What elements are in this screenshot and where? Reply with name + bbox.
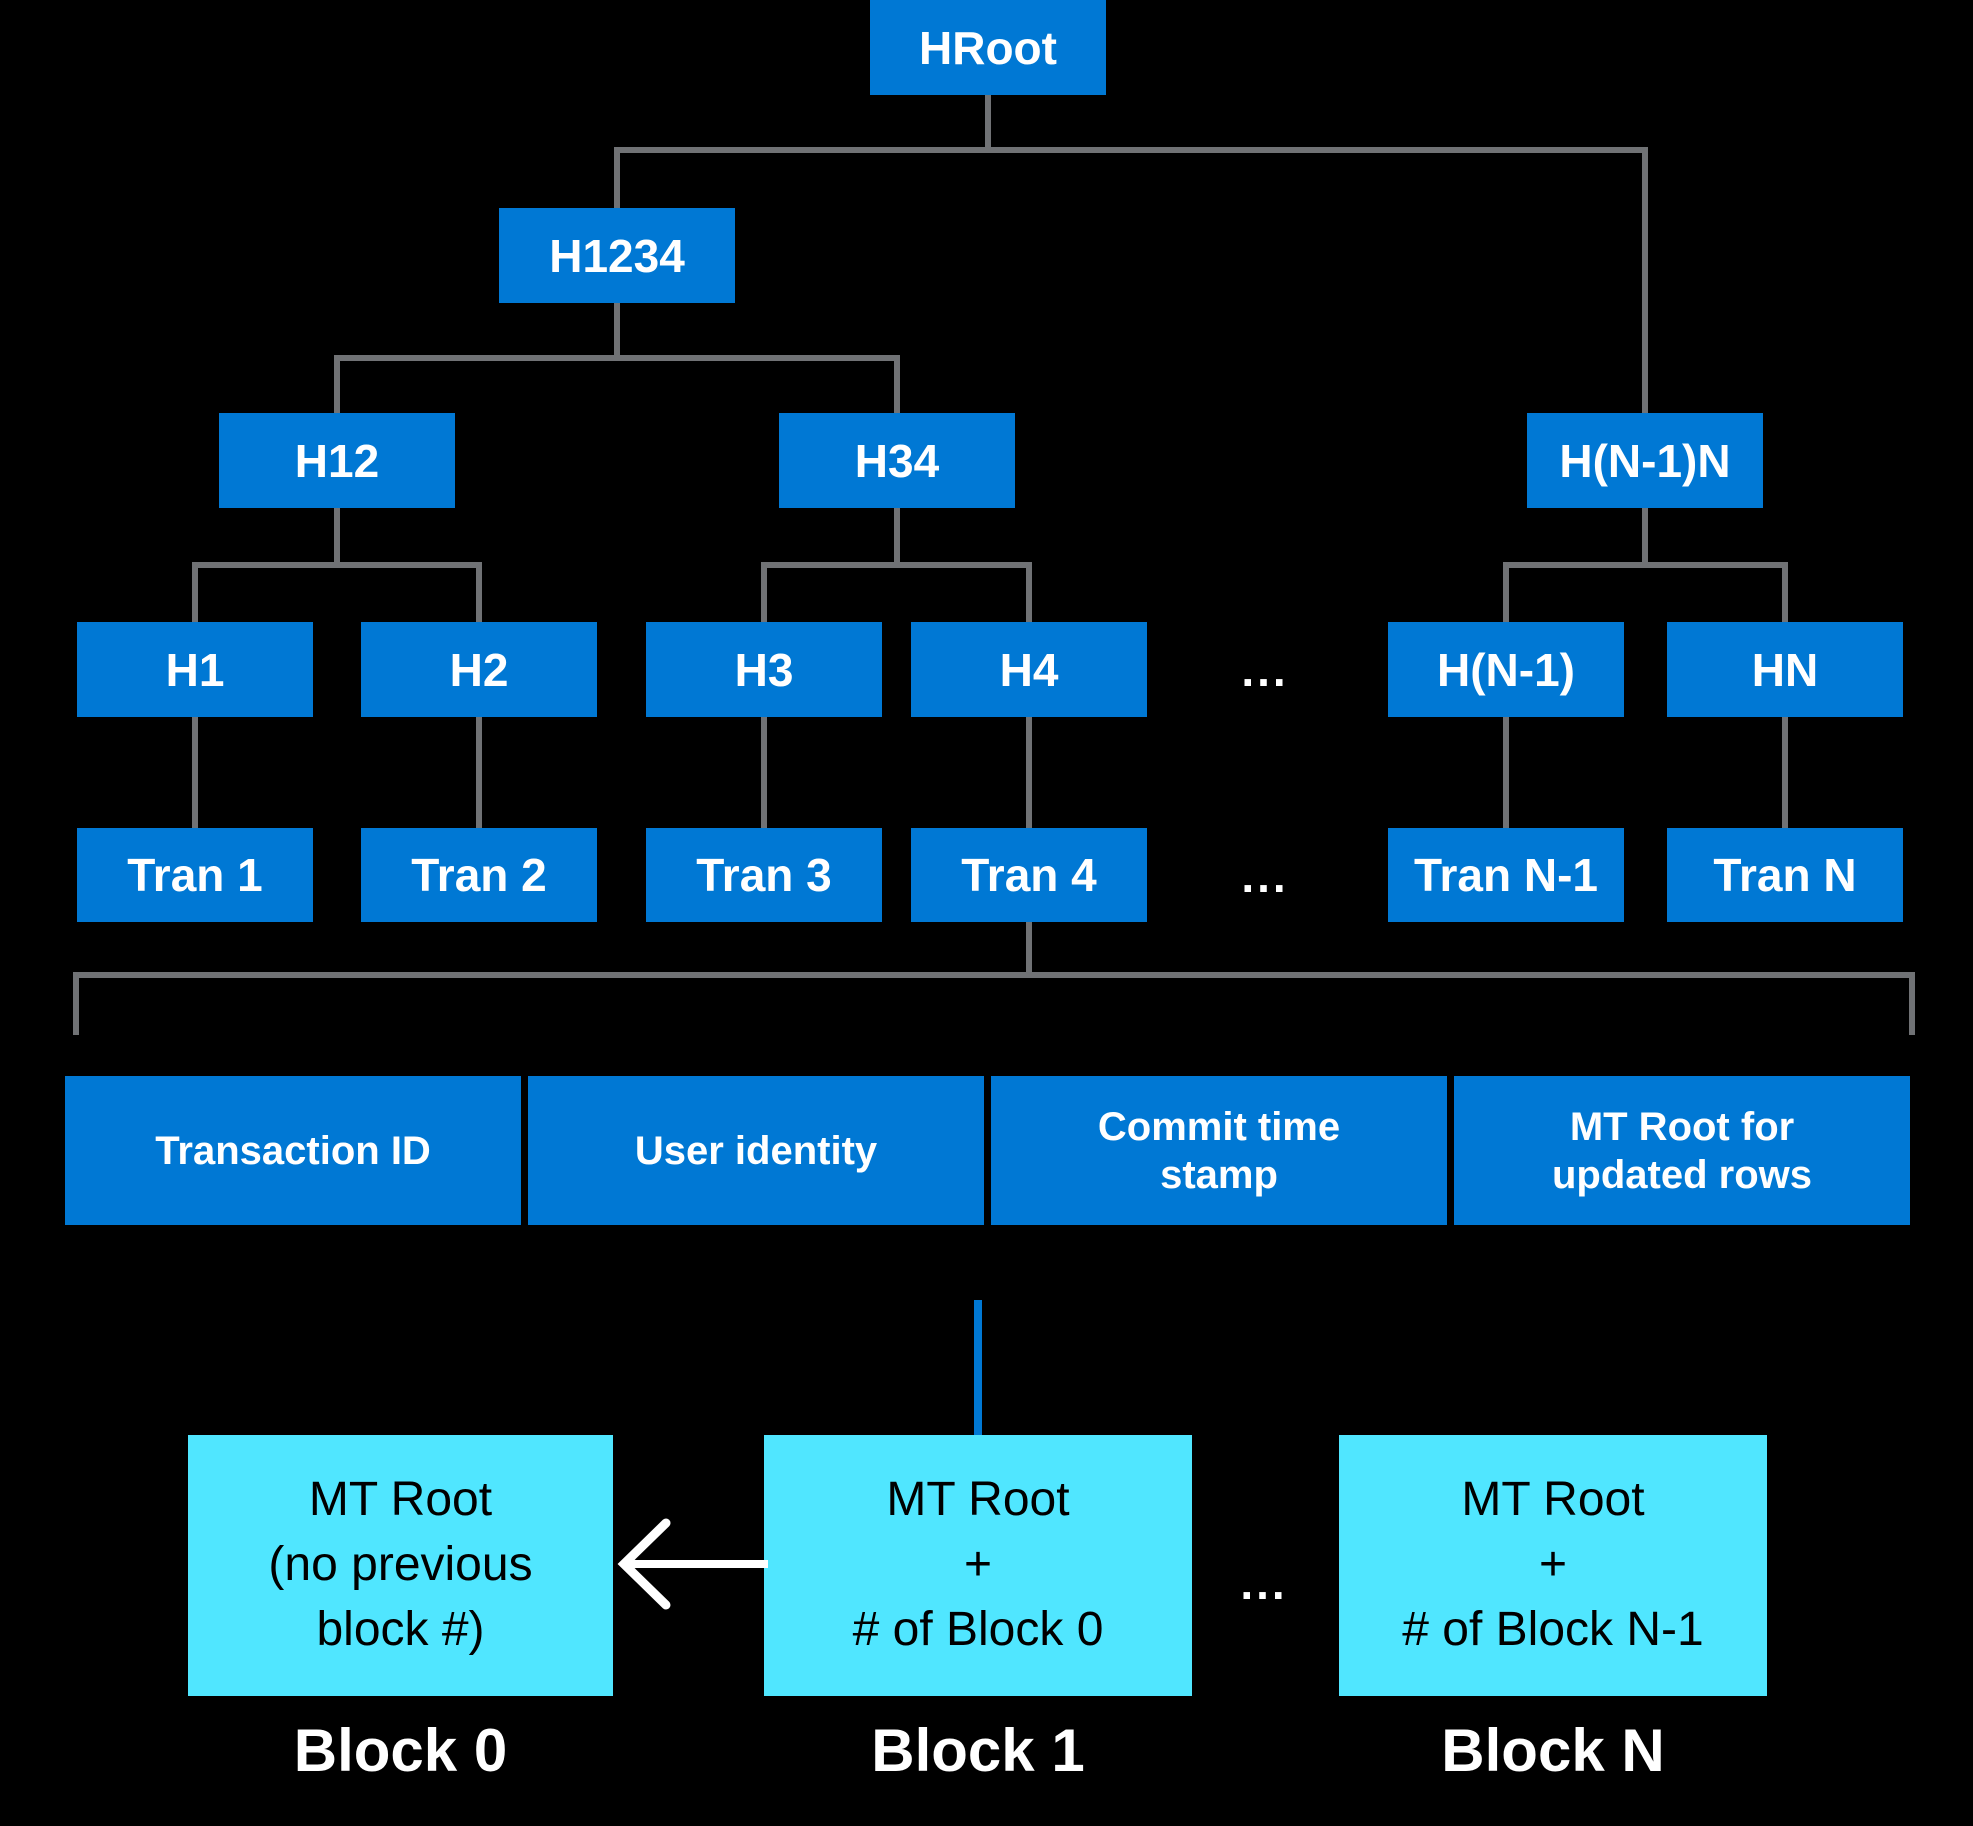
field-user-identity: User identity [528, 1076, 984, 1225]
node-h12: H12 [219, 413, 455, 508]
connector-line [334, 508, 340, 568]
connector-line [334, 355, 900, 361]
node-label: H12 [294, 434, 380, 487]
block-n-box: MT Root + # of Block N-1 [1339, 1435, 1767, 1696]
node-label: H2 [449, 643, 509, 696]
bracket-line [73, 972, 1915, 978]
ellipsis-tran-row: ... [1241, 850, 1289, 902]
node-label: Tran 3 [696, 849, 832, 901]
node-hroot: HRoot [870, 0, 1106, 95]
connector-line [192, 562, 198, 622]
node-label: H(N-1)N [1559, 434, 1731, 487]
connector-line [476, 562, 482, 622]
connector-line [1642, 508, 1648, 568]
node-h34: H34 [779, 413, 1015, 508]
node-tran-2: Tran 2 [361, 828, 597, 922]
block-1-box: MT Root + # of Block 0 [764, 1435, 1192, 1696]
connector-line [1782, 562, 1788, 622]
node-label: Tran 2 [411, 849, 547, 901]
node-hn1: H(N-1) [1388, 622, 1624, 717]
connector-line [1026, 562, 1032, 622]
node-label: Tran N-1 [1413, 849, 1599, 901]
connector-line [1503, 717, 1509, 828]
field-mt-root: MT Root for updated rows [1454, 1076, 1910, 1225]
connector-line [985, 95, 991, 153]
node-h4: H4 [911, 622, 1147, 717]
connector-line [1503, 562, 1788, 568]
connector-line [761, 717, 767, 828]
block-n-label: Block N [1441, 1716, 1665, 1784]
node-h3: H3 [646, 622, 882, 717]
connector-line [761, 562, 1032, 568]
connector-line [894, 508, 900, 568]
node-label: Tran 1 [127, 849, 263, 901]
connector-line [1503, 562, 1509, 622]
node-tran-3: Tran 3 [646, 828, 882, 922]
node-h1234: H1234 [499, 208, 735, 303]
transaction-detail-bar: Transaction ID User identity Commit time… [65, 1076, 1910, 1225]
node-label: H1234 [549, 229, 685, 282]
connector-line [761, 562, 767, 622]
field-transaction-id: Transaction ID [65, 1076, 521, 1225]
node-label: H(N-1) [1437, 643, 1575, 696]
connector-line [614, 147, 1648, 153]
connector-line [894, 355, 900, 413]
block-link-arrow-icon [617, 1518, 768, 1610]
node-hn1n: H(N-1)N [1527, 413, 1763, 508]
block-1-connector-line [974, 1300, 982, 1435]
node-tran-n1: Tran N-1 [1388, 828, 1624, 922]
bracket-line [73, 972, 79, 1035]
node-label: HN [1751, 643, 1819, 696]
connector-line [476, 717, 482, 828]
node-tran-4: Tran 4 [911, 828, 1147, 922]
node-label: Tran N [1713, 849, 1857, 901]
block-0-box: MT Root (no previous block #) [188, 1435, 613, 1696]
bracket-line [1909, 972, 1915, 1035]
connector-line [1026, 717, 1032, 828]
block-1-label: Block 1 [871, 1716, 1085, 1784]
block-0-label: Block 0 [293, 1716, 508, 1784]
connector-line [1782, 717, 1788, 828]
connector-line [614, 147, 620, 208]
field-commit-timestamp: Commit time stamp [991, 1076, 1447, 1225]
node-label: H34 [854, 434, 940, 487]
bracket-line [1026, 922, 1032, 978]
node-tran-1: Tran 1 [77, 828, 313, 922]
node-h2: H2 [361, 622, 597, 717]
connector-line [614, 303, 620, 361]
connector-line [192, 717, 198, 828]
ellipsis-blocks: ... [1240, 1557, 1288, 1609]
node-hn: HN [1667, 622, 1903, 717]
connector-line [192, 562, 482, 568]
node-label: HRoot [919, 21, 1057, 74]
node-h1: H1 [77, 622, 313, 717]
connector-line [1642, 147, 1648, 413]
ellipsis-hash-row: ... [1241, 644, 1289, 696]
connector-line [334, 355, 340, 413]
node-label: Tran 4 [961, 849, 1097, 901]
node-tran-n: Tran N [1667, 828, 1903, 922]
node-label: H1 [165, 643, 225, 696]
node-label: H3 [734, 643, 794, 696]
node-label: H4 [999, 643, 1059, 696]
